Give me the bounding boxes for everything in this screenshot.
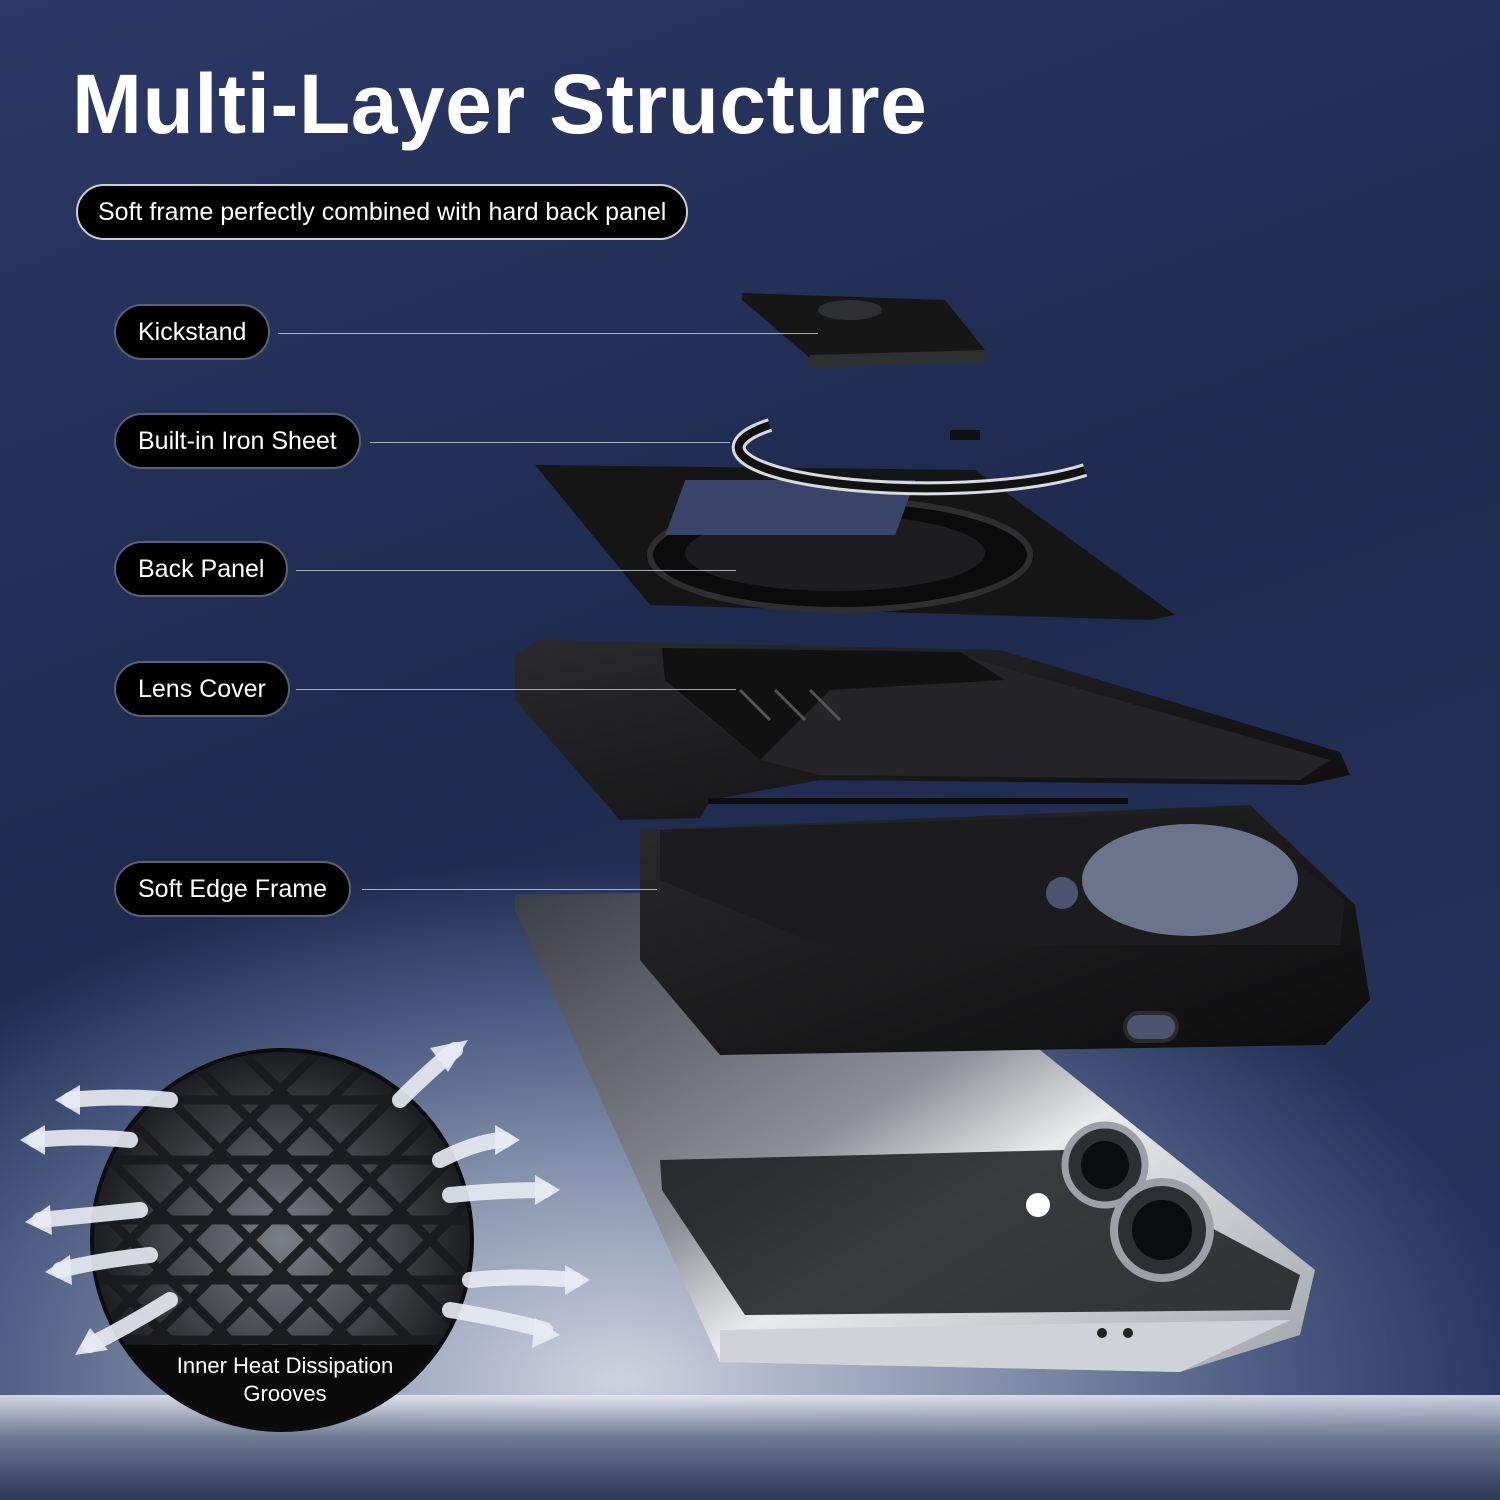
back-panel-label: Back Panel — [114, 541, 289, 597]
arrow-right-icon — [462, 1269, 583, 1288]
soft-edge-frame-layer — [640, 805, 1370, 1055]
subtitle-pill: Soft frame perfectly combined with hard … — [76, 184, 689, 240]
iron-sheet-leader-line — [370, 442, 730, 443]
soft-edge-frame-label: Soft Edge Frame — [114, 861, 351, 917]
arrow-left-icon — [27, 1129, 138, 1148]
arrow-left-icon — [62, 1089, 178, 1108]
airflow-arrowheads — [20, 1040, 590, 1355]
heat-dissipation-label: Inner Heat Dissipation Grooves — [176, 1353, 394, 1406]
iron-sheet-label: Built-in Iron Sheet — [114, 413, 361, 469]
iron-sheet-layer — [731, 418, 1088, 496]
kickstand-label: Kickstand — [114, 304, 271, 360]
arrow-right-icon — [442, 1182, 553, 1203]
lens-cover-leader-line — [296, 689, 736, 690]
arrow-left-icon — [32, 1202, 148, 1228]
arrow-right-icon — [442, 1302, 553, 1338]
lens-cover-layer — [515, 640, 1350, 820]
back-panel-layer — [535, 465, 1175, 620]
soft-edge-frame-leader-line — [362, 889, 657, 890]
lens-cover-label: Lens Cover — [114, 661, 290, 717]
heat-dissipation-badge — [90, 1048, 474, 1432]
back-panel-leader-line — [296, 570, 736, 571]
kickstand-leader-line — [278, 333, 818, 334]
page-title: Multi-Layer Structure — [72, 57, 928, 151]
kickstand-layer — [742, 293, 985, 368]
